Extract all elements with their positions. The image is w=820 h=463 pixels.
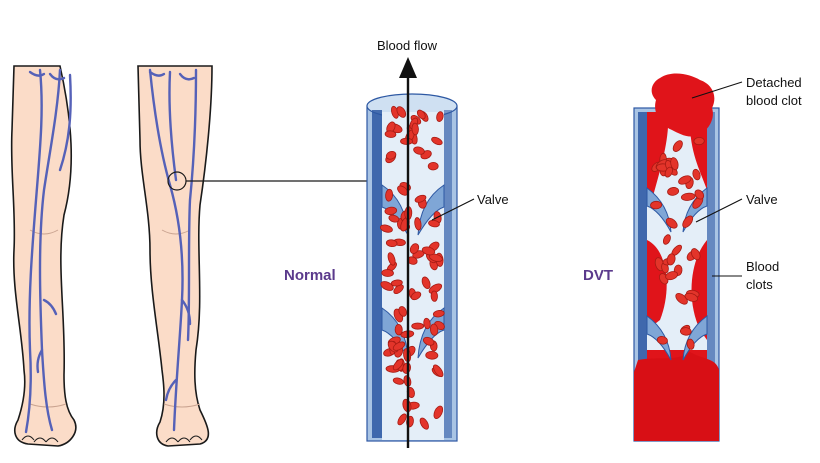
red-blood-cell — [690, 248, 701, 261]
red-blood-cell — [423, 317, 431, 330]
red-blood-cell — [390, 279, 403, 287]
detached-clot-label-line1: Detached — [746, 75, 802, 90]
red-blood-cell — [394, 324, 403, 336]
blood-clots-label-line2: clots — [746, 277, 773, 292]
valve-normal-pointer — [431, 198, 475, 221]
red-blood-cell — [381, 269, 394, 277]
blood-flow-label: Blood flow — [377, 38, 438, 53]
red-blood-cell — [396, 106, 407, 118]
red-blood-cell — [429, 323, 439, 336]
red-blood-cell — [416, 109, 426, 120]
legs-illustration — [10, 65, 213, 447]
red-blood-cell — [666, 253, 676, 266]
red-blood-cell — [385, 150, 397, 160]
blood-flow-arrowhead — [399, 57, 417, 78]
red-blood-cell — [684, 292, 699, 302]
red-blood-cell — [397, 413, 407, 426]
red-blood-cell — [670, 157, 679, 171]
normal-label: Normal — [284, 267, 336, 284]
red-blood-cell — [392, 341, 406, 351]
red-blood-cell — [384, 130, 397, 138]
detached-clot-pointer — [691, 81, 743, 99]
red-blood-cell — [680, 327, 692, 336]
red-blood-cell — [672, 140, 683, 152]
red-blood-cell — [388, 214, 400, 223]
red-blood-cell — [665, 271, 679, 281]
red-blood-cell — [410, 291, 422, 301]
red-blood-cell — [680, 192, 696, 201]
red-blood-cell — [662, 234, 671, 245]
red-blood-cell — [428, 283, 443, 294]
red-blood-cell — [694, 189, 705, 200]
red-blood-cell — [421, 276, 431, 290]
red-blood-cell — [693, 137, 705, 146]
red-blood-cell — [392, 359, 404, 371]
valve-normal-label: Valve — [477, 192, 509, 207]
red-blood-cell — [421, 246, 436, 256]
red-blood-cell — [650, 200, 663, 210]
red-blood-cell — [385, 239, 398, 248]
red-blood-cell — [384, 206, 398, 216]
red-blood-cell — [400, 137, 413, 145]
red-blood-cell — [427, 161, 439, 171]
red-blood-cell — [414, 217, 422, 231]
red-blood-cell — [675, 293, 688, 305]
red-blood-cell — [419, 417, 429, 430]
red-blood-cell — [393, 284, 404, 295]
red-blood-cell — [398, 306, 407, 317]
red-blood-cell — [664, 166, 673, 178]
red-blood-cell — [667, 187, 680, 196]
blood-clots-label-line1: Blood — [746, 259, 779, 274]
red-blood-cell — [414, 194, 427, 203]
red-blood-cell — [413, 146, 425, 155]
red-blood-cell — [392, 377, 404, 385]
red-blood-cell — [692, 168, 701, 181]
normal-red-blood-cells — [379, 105, 445, 430]
red-blood-cell — [428, 253, 443, 262]
left-leg-veins — [24, 68, 72, 434]
dvt-bottom-clot — [634, 352, 719, 441]
red-blood-cell — [380, 281, 394, 291]
red-blood-cell — [433, 405, 444, 419]
red-blood-cell — [428, 219, 440, 228]
red-blood-cell — [678, 175, 692, 185]
valve-dvt-label: Valve — [746, 192, 778, 207]
red-blood-cell — [682, 215, 694, 228]
red-blood-cell — [436, 111, 444, 122]
valve-dvt-pointer — [695, 198, 743, 223]
normal-vessel — [366, 57, 458, 448]
right-leg-veins — [148, 68, 198, 432]
left-leg — [10, 65, 77, 447]
detached-clot-label-line2: blood clot — [746, 93, 802, 108]
dvt-red-blood-cells — [650, 137, 705, 350]
dvt-vessel — [633, 73, 720, 442]
red-blood-cell — [409, 243, 420, 254]
red-blood-cell — [665, 217, 678, 229]
red-blood-cell — [385, 188, 394, 202]
red-blood-cell — [422, 336, 435, 346]
red-blood-cell — [411, 122, 419, 136]
red-blood-cell — [431, 136, 443, 146]
red-blood-cell — [379, 224, 393, 233]
red-blood-cell — [432, 310, 445, 318]
red-blood-cell — [425, 350, 439, 360]
red-blood-cell — [387, 252, 396, 266]
detached-blood-clot — [651, 73, 715, 137]
red-blood-cell — [686, 338, 695, 350]
dvt-label: DVT — [583, 267, 613, 284]
red-blood-cell — [432, 364, 444, 378]
red-blood-cell — [411, 322, 425, 330]
red-blood-cell — [430, 290, 438, 302]
red-blood-cell — [656, 336, 668, 345]
